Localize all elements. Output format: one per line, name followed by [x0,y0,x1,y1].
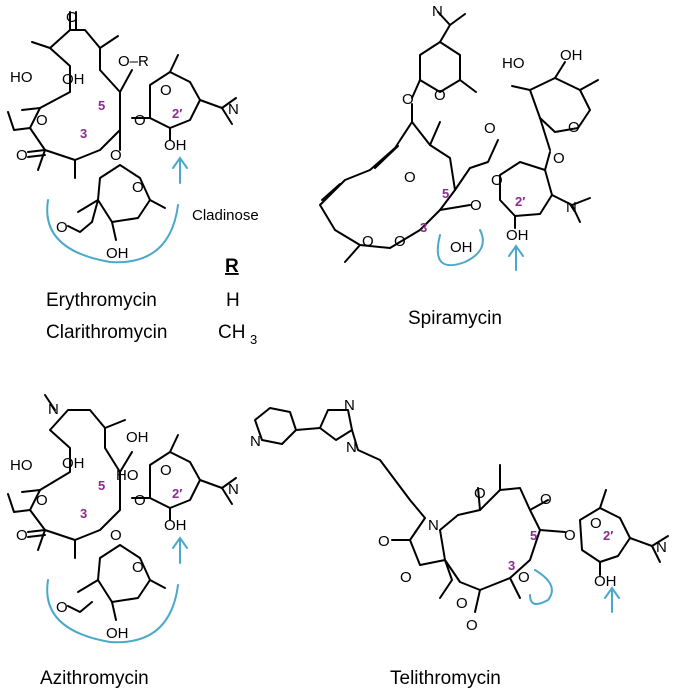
telithromycin-name: Telithromycin [390,668,501,689]
telith-imidazole-n1: N [344,397,355,414]
telith-position-5: 5 [530,528,537,543]
azi-oh-label-1: OH [62,455,85,472]
spira-o3-label: O [568,119,580,136]
azi-oh-2prime: OH [164,517,187,534]
telith-position-3: 3 [508,558,515,573]
telith-carbonyl-o: O [466,617,478,634]
spira-oh-2prime: OH [506,227,529,244]
oh-2prime-label: OH [164,137,187,154]
cladinose-ome-label: O [56,219,68,236]
spira-o8-label: O [362,233,374,250]
azi-position-2prime: 2′ [172,486,182,501]
cladinose-label: Cladinose [192,207,259,224]
telith-carbamate-o1: O [378,533,390,550]
glycosidic-o-label: O [134,112,146,129]
spiramycin-name: Spiramycin [408,308,502,329]
azi-n-label: N [48,401,59,418]
spira-position-5: 5 [442,186,449,201]
telith-carbamate-n: N [428,517,439,534]
telith-oh-2prime: OH [594,573,617,590]
erythromycin-structure: O HO OH O–R O O OH N O O O O OH O 5 3 2′… [7,9,259,347]
azi-position-5: 5 [98,478,105,493]
azi-glyco-o: O [134,492,146,509]
telith-lactone-o: O [456,595,468,612]
position-2prime-label: 2′ [172,106,182,121]
spira-position-3: 3 [420,220,427,235]
position-3-label: 3 [80,126,87,141]
spira-o6-label: O [470,197,482,214]
spira-o1-label: O [434,87,446,104]
lactone-o-label: O [36,112,48,129]
erythromycin-r-value: H [226,290,240,311]
cladinose-oh-label: OH [106,245,129,262]
azi-lactone-o: O [36,492,48,509]
azi-carbonyl-o: O [16,527,28,544]
spiramycin-structure: N O O HO OH O O O O O N OH OH O O O 5 3 … [319,3,599,329]
spira-ome-label: O [404,169,416,186]
telithromycin-structure: N N N N O O O O O O OH N O O O 5 3 2′ Te… [250,397,669,689]
azithromycin-structure: N HO OH OH HO O O OH N O O O O OH O 5 3 … [7,394,239,689]
spira-o7-label: O [394,233,406,250]
cladinose-ring-o: O [132,179,144,196]
telith-ring-o: O [590,515,602,532]
azi-ho-label-2: HO [116,467,139,484]
spira-aldehyde-o: O [484,120,496,137]
spira-ho-label: HO [502,55,525,72]
azi-dimethylamine: N [228,481,239,498]
spira-oh-label-top: OH [560,47,583,64]
carbonyl-o-label: O [16,147,28,164]
azi-ring-o: O [160,462,172,479]
spira-o2-label: O [402,91,414,108]
r-header: R [225,256,239,277]
ring-o-label: O [160,82,172,99]
cladinose-link-o: O [110,147,122,164]
telith-dimethylamine: N [656,539,667,556]
telith-glyco-o: O [564,527,576,544]
azi-clad-link-o: O [110,527,122,544]
ketone-o-label: O [66,9,78,26]
oh-label-1: OH [62,71,85,88]
azi-clad-ome: O [56,599,68,616]
dimethylamine-label: N [228,101,239,118]
spira-o4-label: O [553,150,565,167]
telith-ome-label: O [540,491,552,508]
spira-n2-label: N [566,199,577,216]
telith-position-2prime: 2′ [603,528,613,543]
spira-o5-label: O [491,172,503,189]
telith-carbamate-o2: O [400,569,412,586]
spira-position-2prime: 2′ [515,194,525,209]
azi-clad-oh: OH [106,625,129,642]
clarithromycin-r-subscript: 3 [250,332,257,347]
telith-imidazole-n2: N [346,439,357,456]
azi-oh-label-2: OH [126,429,149,446]
or-label: O–R [118,53,149,70]
spira-oh-3: OH [450,239,473,256]
azi-clad-ring-o: O [132,559,144,576]
telith-c3-ketone-o: O [518,569,530,586]
clarithromycin-r-value: CH [218,322,245,343]
azi-ho-label-1: HO [10,457,33,474]
azi-position-3: 3 [80,506,87,521]
telith-pyridine-n: N [250,433,261,450]
telith-ketone-o: O [474,485,486,502]
azithromycin-name: Azithromycin [40,668,149,689]
position-5-label: 5 [98,98,105,113]
erythromycin-name: Erythromycin [46,290,157,311]
spira-n1-label: N [432,3,443,20]
clarithromycin-name: Clarithromycin [46,322,167,343]
ho-label-1: HO [10,69,33,86]
